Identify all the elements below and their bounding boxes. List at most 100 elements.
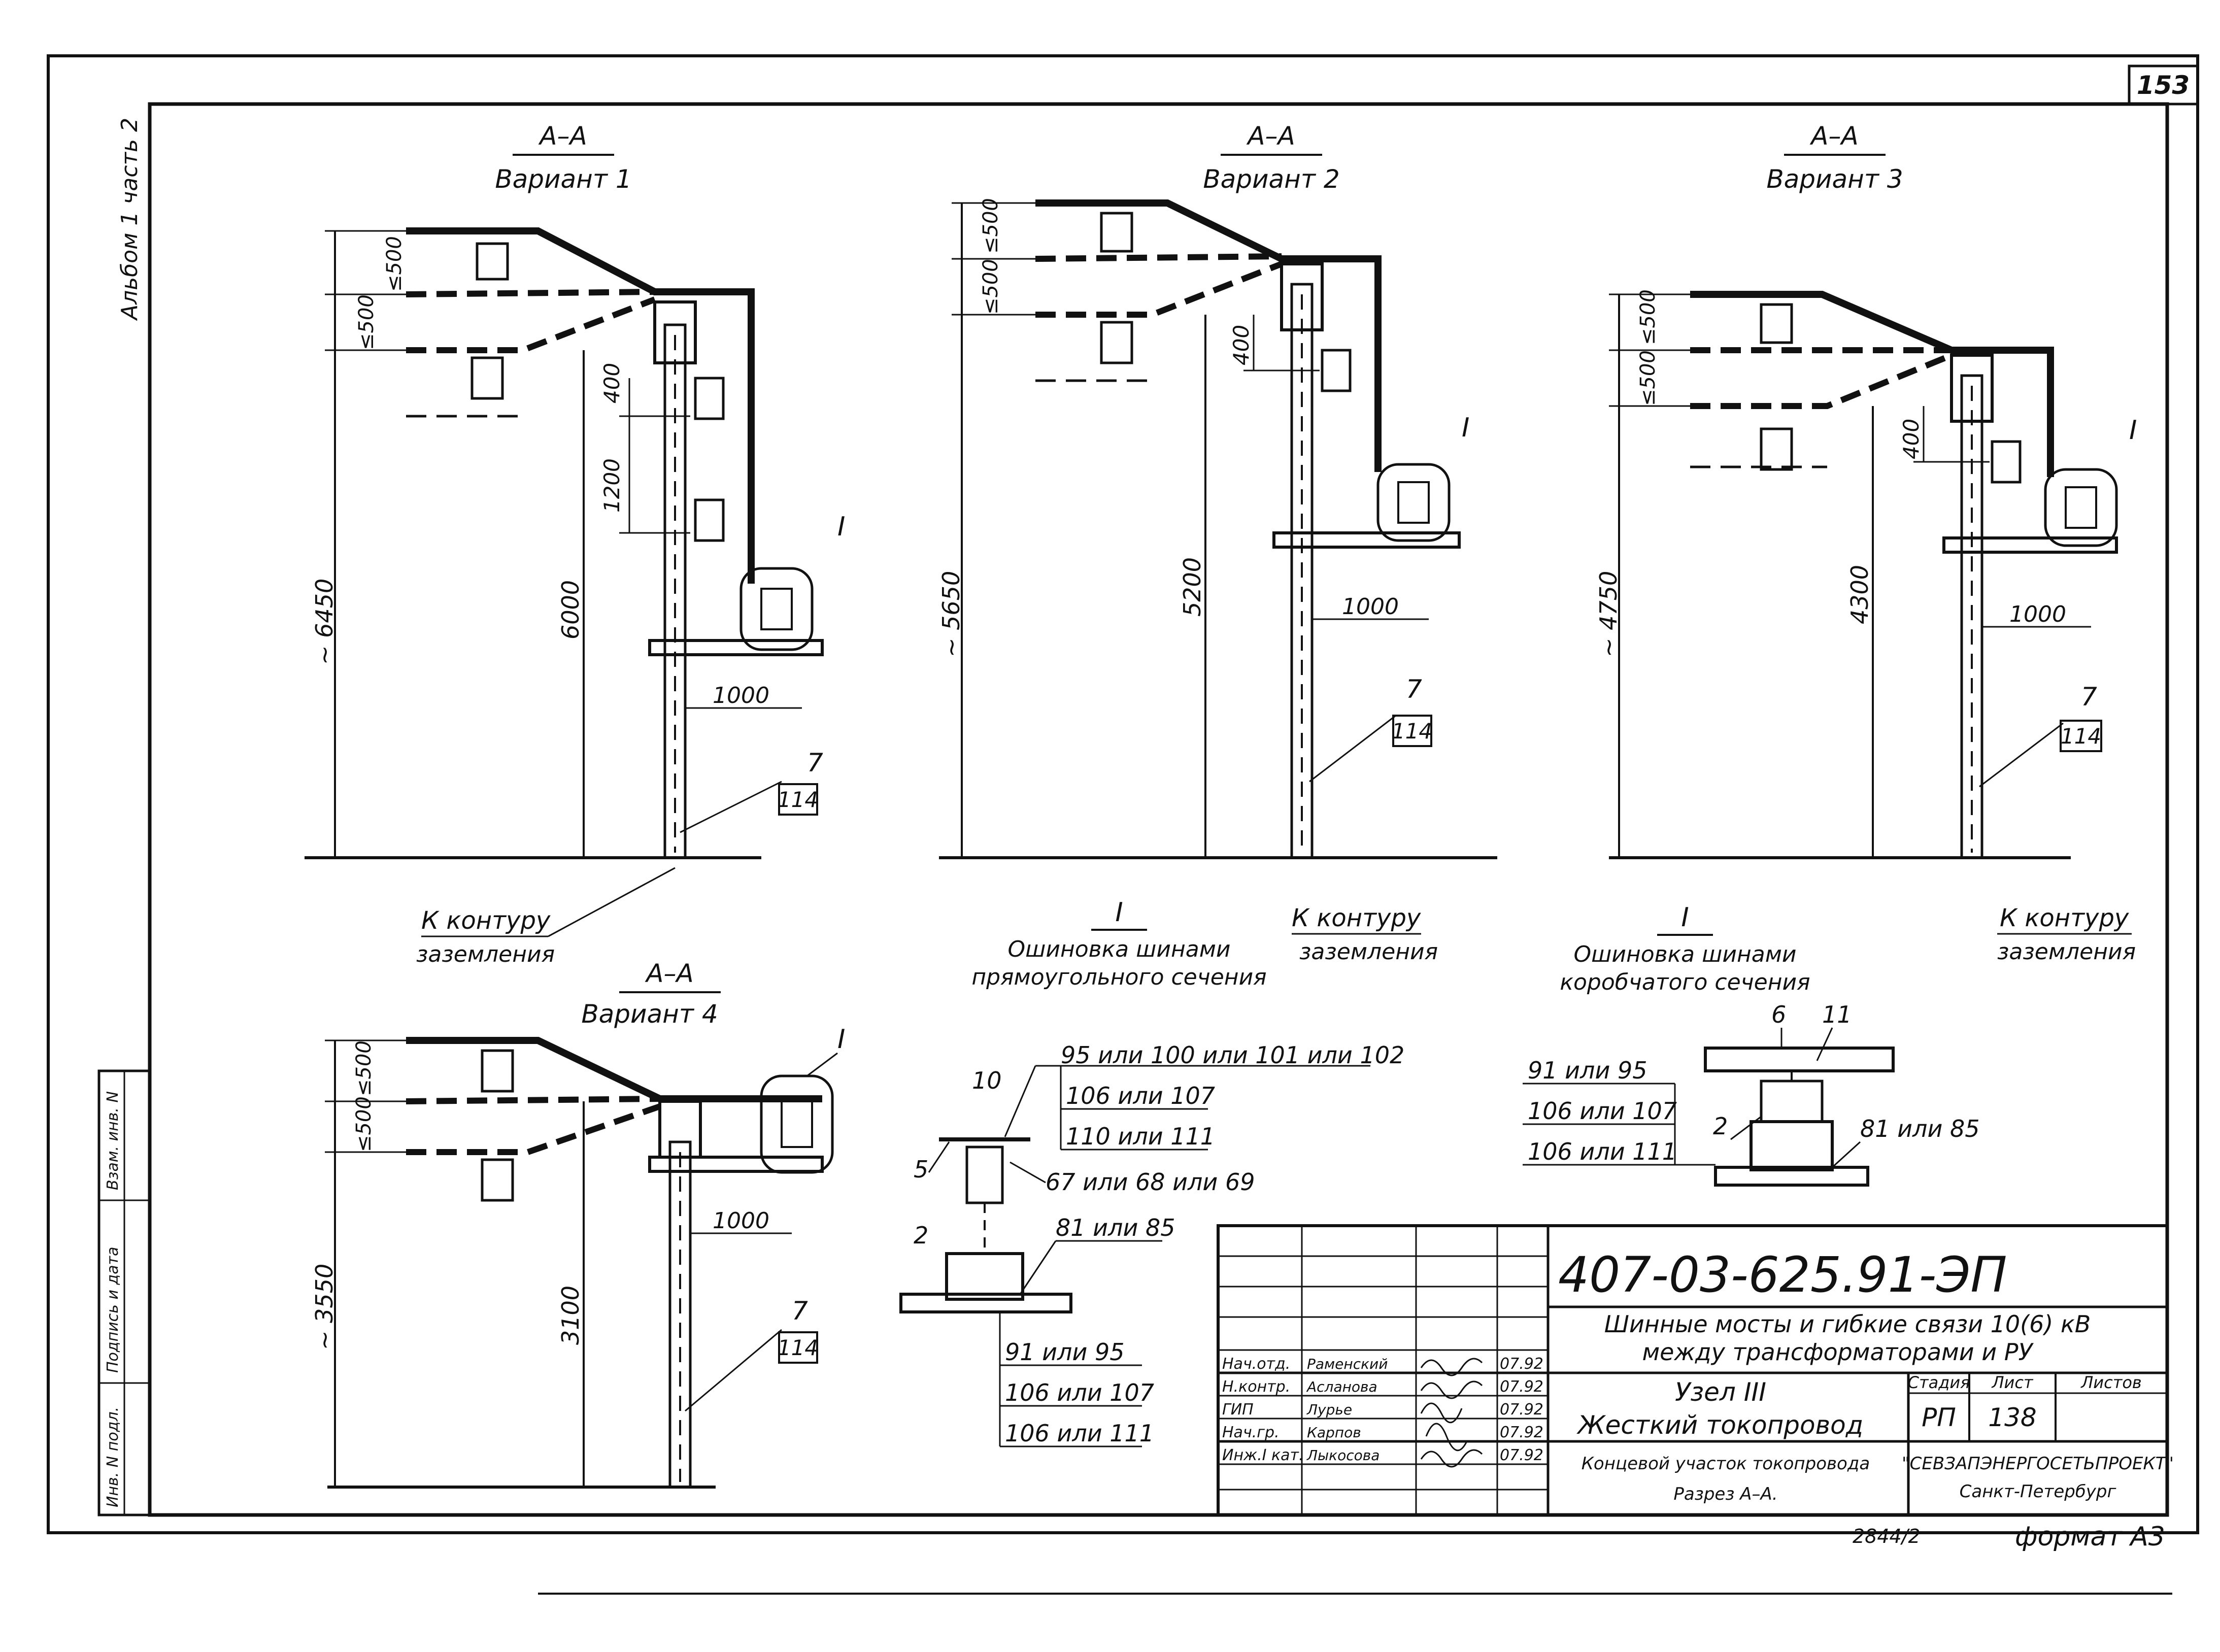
offset-dim: 1000 [713,1208,769,1234]
album-label: Альбом 1 часть 2 [117,118,143,321]
ref-106-107: 106 или 107 [1528,1097,1677,1125]
ref-67-69: 67 или 68 или 69 [1046,1168,1255,1196]
item-11: 11 [1822,1001,1852,1028]
ref-81-85: 81 или 85 [1860,1115,1980,1142]
ground-note-line2: заземления [1299,939,1438,965]
stamp-inv-label: Инв. N подл. [104,1407,122,1507]
detail-caption-line1: Ошиновка шинами [1573,941,1796,967]
gap-dim: ≤500 [355,294,378,350]
variant-label: Вариант 4 [581,999,718,1029]
height-mid: 3100 [557,1286,584,1345]
height-mid: 5200 [1179,557,1206,617]
dim-400: 400 [1899,419,1924,459]
column-support [1942,354,2118,859]
sig-role: ГИП [1222,1401,1254,1419]
item-5: 5 [914,1156,928,1183]
sig-name: Асланова [1306,1378,1377,1395]
gap-dim: ≤500 [383,236,406,292]
format-label: формат А3 [2015,1522,2165,1552]
dim-400: 400 [599,363,624,403]
title-block: 407-03-625.91-ЭП Шинные мосты и гибкие с… [1217,1224,2174,1516]
sig-date: 07.92 [1500,1401,1543,1419]
item-number: 7 [2081,682,2097,712]
offset-dim: 1000 [2009,601,2066,627]
gap-dim: ≤500 [979,259,1002,315]
side-stamp: Инв. N подл. Подпись и дата Взам. инв. N [97,1069,151,1516]
ground-note-line1: К контуру [1292,904,1421,932]
ref-106-107-b: 106 или 107 [1005,1379,1154,1406]
ref-81-85: 81 или 85 [1056,1214,1175,1241]
org-name: "СЕВЗАПЭНЕРГОСЕТЬПРОЕКТ" [1902,1454,2174,1474]
detail-rectangular: I Ошиновка шинами прямоугольного сечения… [899,897,1404,1447]
sig-name: Раменский [1307,1356,1388,1372]
ref-91-95: 91 или 95 [1528,1057,1647,1084]
gap-dim: ≤500 [1636,289,1660,345]
project-title-line2: между трансформаторами и РУ [1642,1338,2034,1366]
item-2: 2 [914,1222,928,1249]
col-sheets: Листов [2080,1373,2142,1392]
project-title-line1: Шинные мосты и гибкие связи 10(6) кВ [1604,1310,2091,1338]
variant-label: Вариант 1 [495,164,631,194]
ref-91-95: 91 или 95 [1005,1338,1125,1366]
sig-role: Нач.гр. [1222,1424,1280,1441]
ref-95-102: 95 или 100 или 101 или 102 [1061,1041,1404,1069]
detail-title: I [1681,902,1689,933]
busbar-bridge [1690,291,2054,477]
stamp-sign-label: Подпись и дата [104,1247,122,1373]
ref-106-111: 106 или 111 [1528,1138,1677,1165]
column-support [648,300,824,859]
sheet-ref: 114 [778,787,818,812]
view-variant-4: А–А Вариант 4 ~ 3550 3100 ≤500 ≤500 100 [311,959,845,1489]
section-title: А–А [1246,121,1295,151]
node-name: Жесткий токопровод [1576,1410,1863,1440]
height-mid: 4300 [1846,565,1873,624]
col-stage: Стадия [1908,1373,1970,1392]
col-sheet: Лист [1991,1373,2033,1392]
sig-date: 07.92 [1500,1446,1543,1464]
view-variant-3: А–А Вариант 3 ~ 4750 4300 [1595,121,2137,965]
sig-date: 07.92 [1500,1378,1543,1396]
height-total: ~ 5650 [937,571,965,657]
sig-date: 07.92 [1500,1355,1543,1373]
gap-dim: ≤500 [352,1040,376,1096]
item-number: 7 [807,748,823,778]
stage-value: РП [1922,1403,1956,1432]
sheet-ref: 114 [778,1335,818,1360]
section-title: А–А [538,121,587,151]
callout-marker: I [837,512,845,542]
ref-106-111: 106 или 111 [1005,1420,1154,1447]
sheet-title-line1: Концевой участок токопровода [1582,1454,1870,1474]
sheet-ref: 114 [1392,719,1432,744]
height-total: ~ 6450 [311,579,338,665]
column-support [648,1074,834,1489]
ground-note-line1: К контуру [421,906,551,935]
item-10: 10 [972,1067,1002,1094]
ref-110-111: 110 или 111 [1066,1123,1215,1150]
detail-caption-line2: коробчатого сечения [1560,969,1810,995]
height-total: ~ 3550 [311,1264,338,1350]
view-variant-1: А–А Вариант 1 ~ 645 [305,121,845,967]
stamp-replace-label: Взам. инв. N [104,1091,122,1190]
callout-marker: I [837,1024,845,1055]
sheet-frame [47,54,2199,1595]
busbar-bridge [406,1037,822,1202]
sig-role: Нач.отд. [1222,1355,1290,1373]
column-support [1272,262,1461,859]
item-number: 7 [792,1296,808,1326]
callout-marker: I [2129,415,2137,446]
handwritten-signatures [1420,1358,1483,1468]
offset-dim: 1000 [1342,594,1399,620]
gap-dim: ≤500 [352,1096,376,1152]
sig-role: Н.контр. [1222,1378,1290,1396]
ground-note-line2: заземления [416,941,555,967]
item-6: 6 [1771,1001,1786,1028]
view-variant-2: А–А Вариант 2 ~ 5650 5200 [937,121,1497,965]
sig-date: 07.92 [1500,1424,1543,1441]
detail-title: I [1115,897,1123,928]
section-title: А–А [1809,121,1858,151]
ground-note-line2: заземления [1997,939,2136,965]
dim-400: 400 [1229,325,1254,365]
offset-dim: 1000 [713,683,769,709]
sig-name: Лурье [1306,1401,1352,1418]
